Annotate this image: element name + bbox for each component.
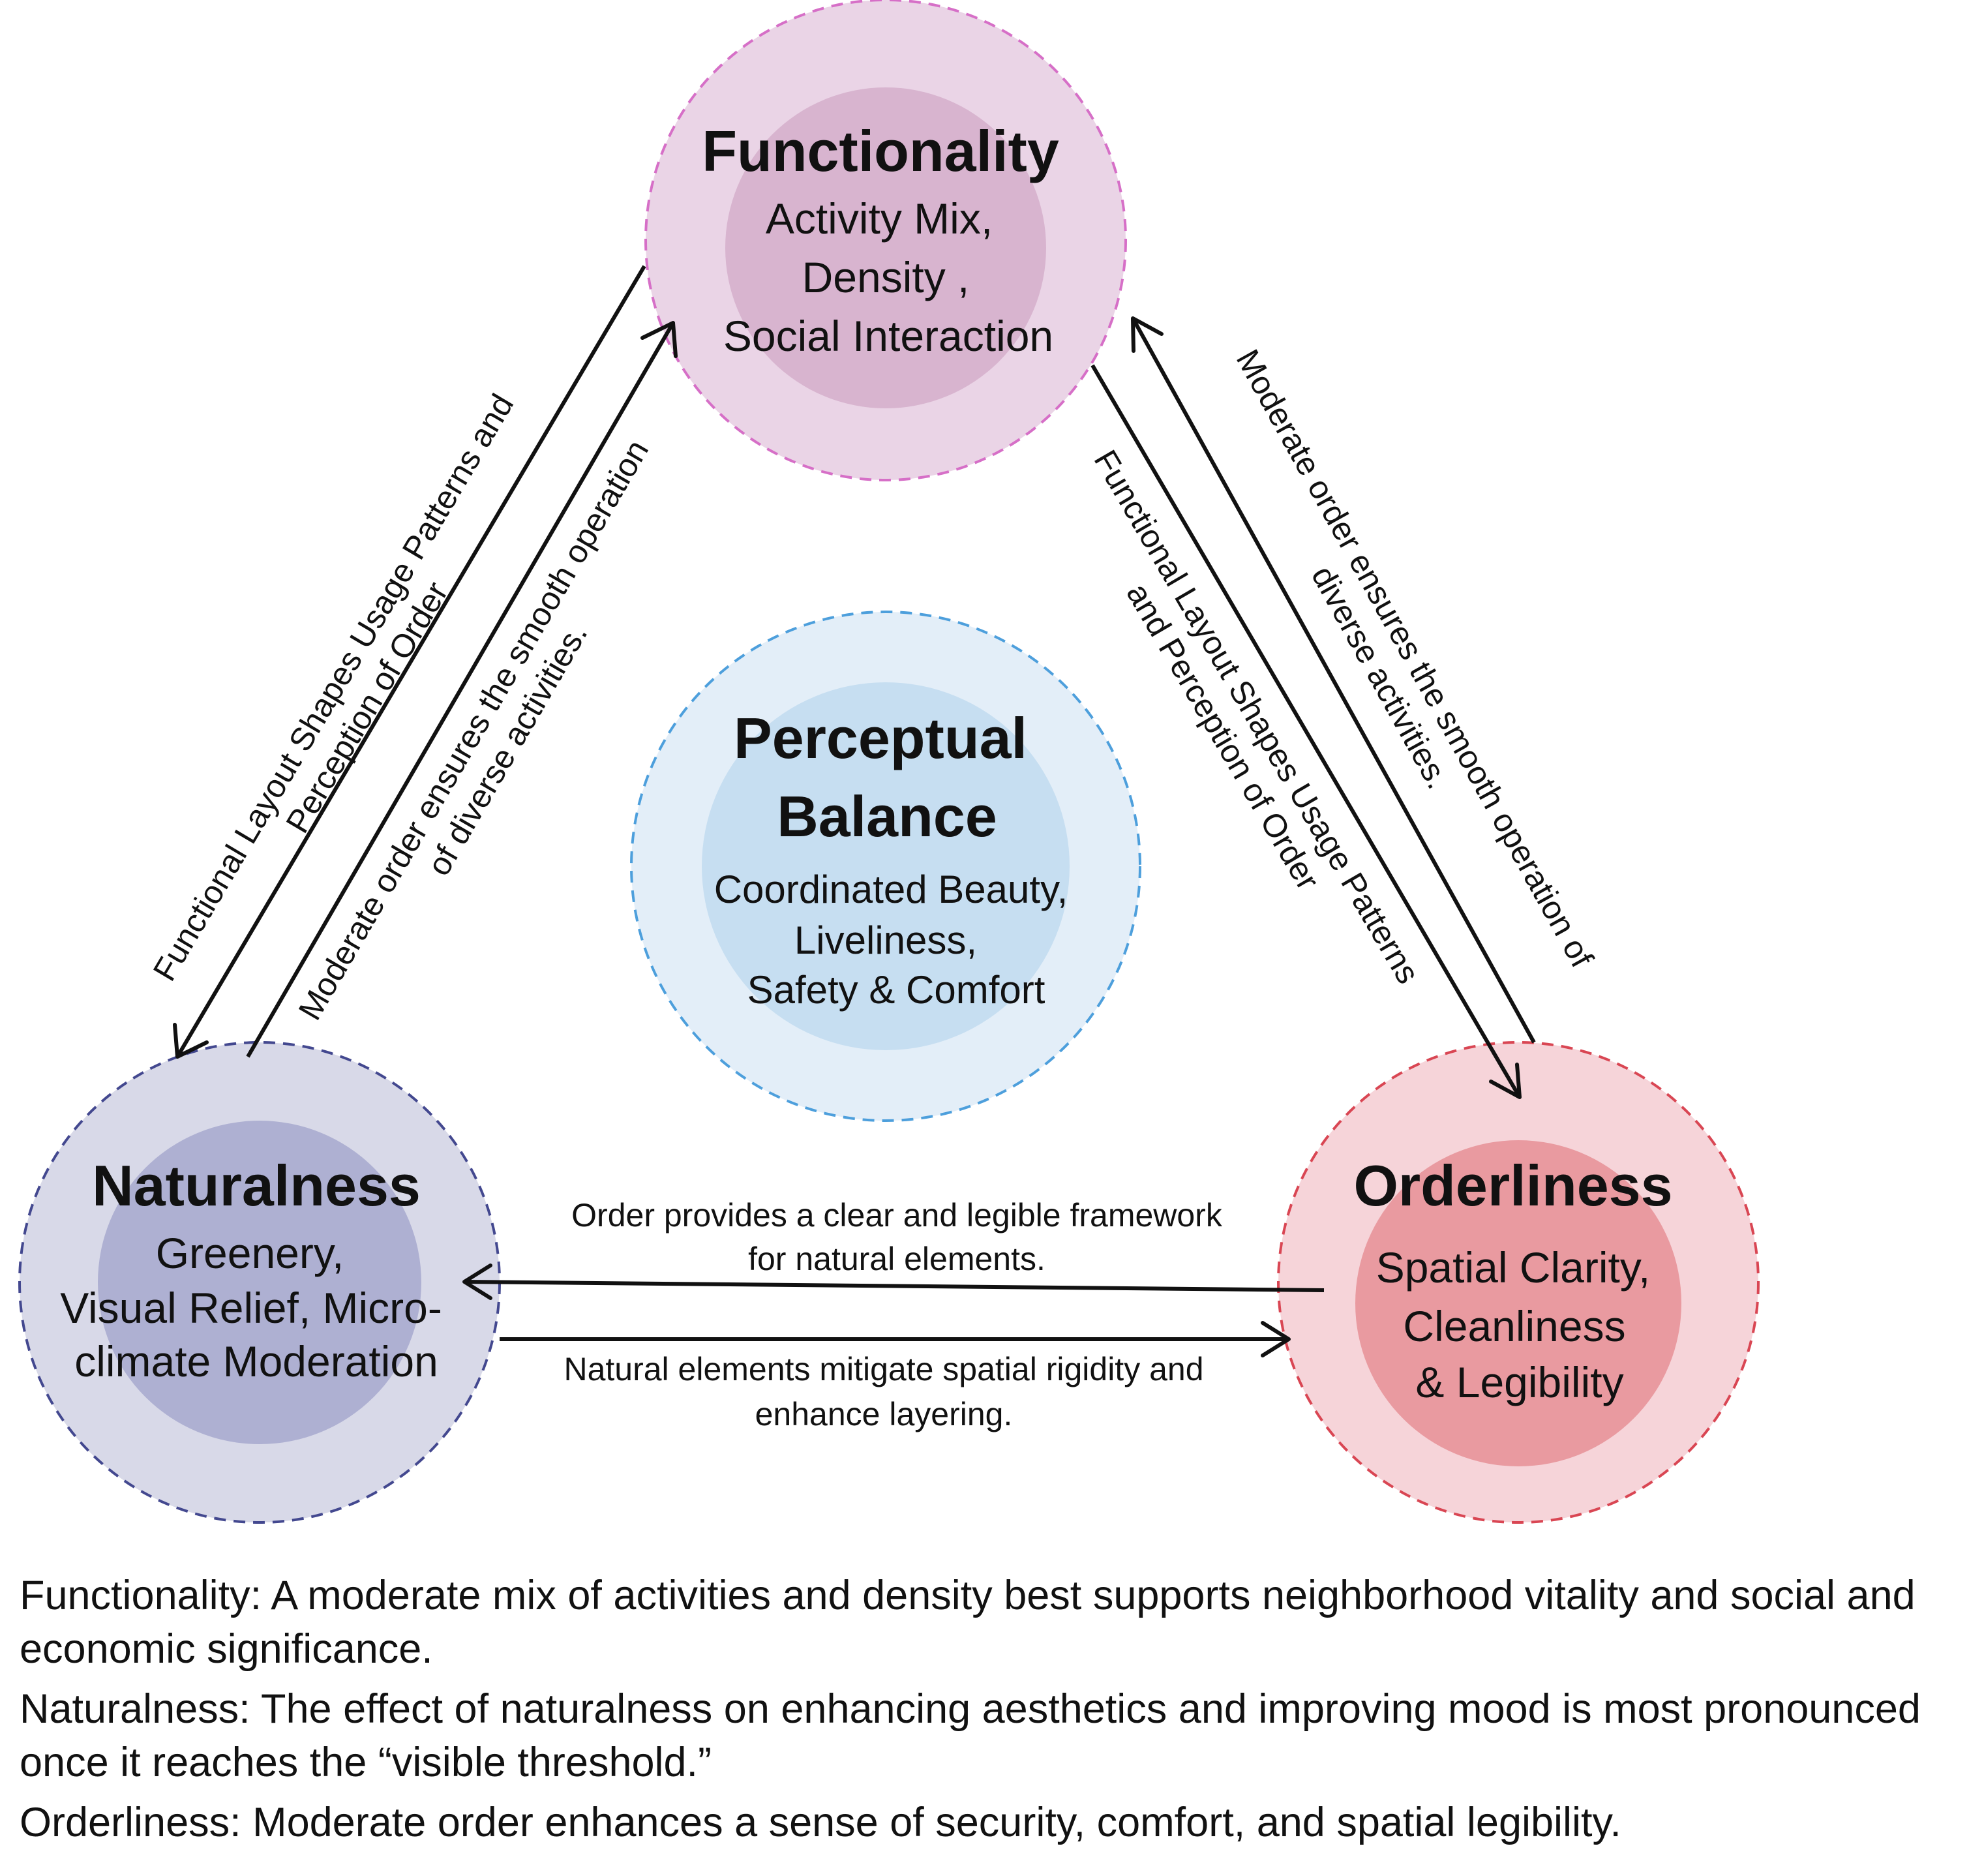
functionality-line-2: Density ,: [802, 253, 970, 301]
legend-term-functionality: Functionality:: [20, 1573, 262, 1618]
label-line-1: Moderate order ensures the smooth operat…: [1229, 344, 1601, 974]
naturalness-line-2: Visual Relief, Micro-: [60, 1284, 442, 1332]
perceptual-line-3: Safety & Comfort: [747, 968, 1045, 1012]
arrow-orderliness-to-functionality: [1131, 316, 1536, 1044]
label-orderliness-to-naturalness: Order provides a clear and legible frame…: [571, 1197, 1223, 1277]
legend-text-orderliness: Moderate order enhances a sense of secur…: [241, 1800, 1621, 1845]
perceptual-line-2: Liveliness,: [794, 918, 977, 962]
arrow-functionality-to-orderliness: [1090, 364, 1522, 1099]
legend: Functionality: A moderate mix of activit…: [20, 1569, 1970, 1856]
functionality-node: Functionality Activity Mix, Density , So…: [644, 0, 1127, 481]
naturalness-inner-circle: [98, 1121, 421, 1444]
orderliness-line-3: & Legibility: [1415, 1358, 1623, 1406]
arrow-orderliness-to-naturalness: [462, 1263, 1325, 1300]
orderliness-line-1: Spatial Clarity,: [1376, 1243, 1651, 1292]
label-line-1: Functional Layout Shapes Usage Patterns …: [146, 388, 521, 988]
legend-functionality: Functionality: A moderate mix of activit…: [20, 1569, 1970, 1676]
label-naturalness-to-orderliness: Natural elements mitigate spatial rigidi…: [564, 1351, 1203, 1432]
arrow-head-icon: [640, 321, 678, 358]
orderliness-title: Orderliness: [1353, 1153, 1672, 1218]
arrow-functionality-to-naturalness: [173, 265, 646, 1059]
perceptual-title-line-2: Balance: [777, 784, 997, 849]
legend-orderliness: Orderliness: Moderate order enhances a s…: [20, 1796, 1970, 1849]
label-orderliness-to-functionality: Moderate order ensures the smooth operat…: [1229, 344, 1601, 974]
arrow-line: [246, 322, 675, 1058]
arrow-head-icon: [1261, 1321, 1291, 1357]
functionality-title: Functionality: [702, 119, 1059, 183]
naturalness-title: Naturalness: [92, 1153, 421, 1218]
legend-text-naturalness: The effect of naturalness on enhancing a…: [20, 1686, 1921, 1785]
legend-term-orderliness: Orderliness:: [20, 1800, 241, 1845]
label-line-1: Order provides a clear and legible frame…: [571, 1197, 1223, 1233]
arrow-head-icon: [173, 1023, 209, 1059]
perceptual-title-line-1: Perceptual: [734, 706, 1027, 770]
arrow-head-icon: [462, 1263, 492, 1300]
arrow-naturalness-to-orderliness: [500, 1321, 1291, 1357]
functionality-line-1: Activity Mix,: [766, 194, 993, 243]
orderliness-line-2: Cleanliness: [1403, 1302, 1625, 1350]
arrow-naturalness-to-functionality: [246, 321, 678, 1058]
arrow-line: [1090, 364, 1522, 1098]
perceptual-inner-circle: [702, 682, 1070, 1050]
naturalness-line-3: climate Moderation: [74, 1337, 438, 1385]
naturalness-line-1: Greenery,: [156, 1229, 344, 1277]
naturalness-node: Naturalness Greenery, Visual Relief, Mic…: [18, 1041, 501, 1524]
arrow-head-icon: [1489, 1063, 1522, 1099]
arrow-line: [1131, 317, 1536, 1044]
perceptual-balance-node: Perceptual Balance Coordinated Beauty, L…: [630, 611, 1141, 1122]
orderliness-inner-circle: [1355, 1140, 1681, 1466]
label-line-1: Natural elements mitigate spatial rigidi…: [564, 1351, 1203, 1387]
functionality-line-3: Social Interaction: [723, 312, 1053, 360]
label-line-2: enhance layering.: [755, 1396, 1013, 1432]
legend-naturalness: Naturalness: The effect of naturalness o…: [20, 1682, 1970, 1789]
arrow-head-icon: [1131, 316, 1164, 353]
arrow-line: [464, 1280, 1325, 1292]
arrow-line: [175, 265, 646, 1058]
legend-text-functionality: A moderate mix of activities and density…: [20, 1573, 1916, 1672]
legend-term-naturalness: Naturalness:: [20, 1686, 250, 1732]
label-line-2: for natural elements.: [748, 1241, 1045, 1277]
functionality-inner-circle: [725, 87, 1046, 408]
perceptual-line-1: Coordinated Beauty,: [714, 868, 1068, 911]
orderliness-node: Orderliness Spatial Clarity, Cleanliness…: [1277, 1041, 1760, 1524]
